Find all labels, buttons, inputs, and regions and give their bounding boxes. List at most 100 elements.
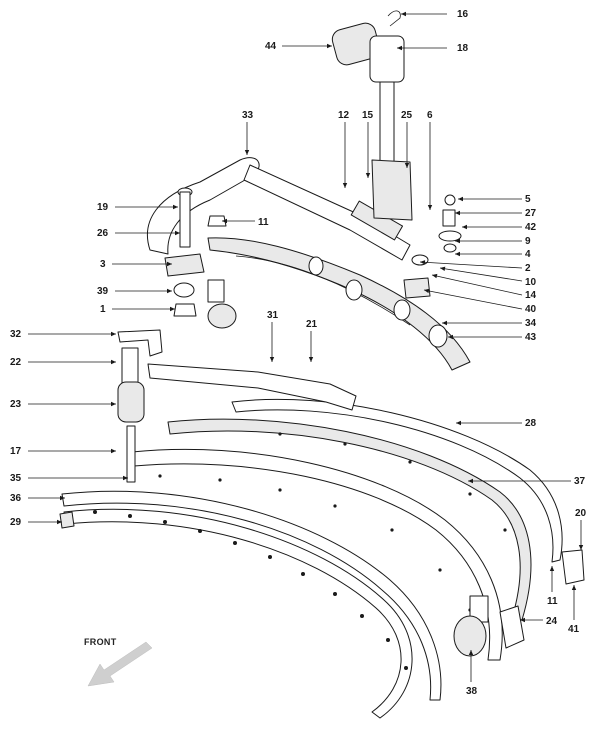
callout-arrowhead-14 [432,273,438,279]
callout-arrowhead-38 [468,650,474,655]
callout-arrowhead-32 [111,331,116,337]
callout-arrowhead-40 [424,288,430,294]
callout-arrowhead-11 [549,566,555,571]
bracket-32 [117,329,163,357]
front-label: FRONT [84,637,117,647]
blade-holes [93,432,507,670]
squeegee-blade-rear [231,398,563,563]
hardware-stack [403,194,462,299]
callout-arrowhead-33 [244,150,250,155]
actuator-rod [379,81,395,163]
callout-label-14: 14 [525,290,537,301]
callout-arrowhead-34 [442,320,447,326]
callout-arrowhead-17 [111,448,116,454]
callout-arrowhead-11 [222,218,227,224]
callout-label-27: 27 [525,208,537,219]
mount-arm-body [207,237,471,371]
callout-label-44: 44 [265,41,277,52]
callout-label-11: 11 [258,217,269,228]
callout-arrowhead-31 [269,357,275,362]
callout-arrowhead-41 [571,585,577,590]
callout-arrowhead-26 [175,230,180,236]
callout-arrowhead-27 [455,210,460,216]
callout-label-42: 42 [525,222,537,233]
squeegee-frame-lower [131,448,503,661]
callout-arrowhead-24 [520,617,525,623]
rear-caster [453,595,489,657]
callout-label-38: 38 [466,686,478,697]
callout-label-3: 3 [100,259,106,270]
callout-arrowhead-4 [455,251,460,257]
bracket-24 [499,605,525,649]
actuator [331,10,405,163]
squeegee-assembly [59,398,563,719]
callout-label-33: 33 [242,110,254,121]
lift-tube [146,157,411,261]
pivot-pin [177,187,193,248]
callout-arrowhead-12 [342,183,348,188]
arm-bushing-2 [345,279,363,301]
callout-label-23: 23 [10,399,22,410]
callout-arrowhead-16 [401,11,406,17]
callout-label-37: 37 [574,476,586,487]
callout-label-5: 5 [525,194,531,205]
callout-label-40: 40 [525,304,537,315]
arm-caster [207,279,237,329]
arm-bushing-4 [428,324,448,348]
callout-label-9: 9 [525,236,531,247]
callout-label-10: 10 [525,277,537,288]
callout-arrowhead-5 [458,196,463,202]
callout-arrowhead-22 [111,359,116,365]
callout-label-17: 17 [10,446,22,457]
callout-label-6: 6 [427,110,433,121]
callout-arrowhead-9 [455,238,460,244]
nut-1 [173,303,197,317]
callout-label-18: 18 [457,43,469,54]
nut-11 [207,215,227,227]
actuator-head [369,35,405,83]
callout-label-15: 15 [362,110,374,121]
callout-label-29: 29 [10,517,22,528]
callout-arrowhead-28 [456,420,461,426]
callout-label-12: 12 [338,110,350,121]
callout-arrowhead-19 [173,204,178,210]
bumper-23 [117,381,145,423]
callout-label-31: 31 [267,310,279,321]
front-arrow-icon [87,641,153,687]
callout-leader-10 [439,267,523,282]
callout-label-11: 11 [547,596,558,607]
callout-arrowhead-44 [327,43,332,49]
front-direction-indicator: FRONT [84,637,153,687]
callout-label-35: 35 [10,473,22,484]
callout-arrowhead-42 [462,224,467,230]
support-bar [147,363,357,411]
callout-label-36: 36 [10,493,22,504]
callout-arrowhead-43 [448,334,453,340]
callout-label-41: 41 [568,624,580,635]
stud-17 [126,425,136,483]
callout-label-25: 25 [401,110,413,121]
callout-arrowhead-10 [440,266,446,271]
callout-label-24: 24 [546,616,558,627]
callout-leader-40 [423,289,523,310]
callout-leader-14 [431,274,523,296]
plate-3 [164,253,205,277]
callout-label-34: 34 [525,318,537,329]
callout-arrowhead-25 [404,163,410,168]
callout-arrowhead-29 [57,519,62,525]
callout-label-4: 4 [525,249,531,260]
callout-label-19: 19 [97,202,109,213]
callout-arrowhead-39 [167,288,172,294]
arm-bushing-3 [393,299,411,321]
callout-label-43: 43 [525,332,537,343]
callout-arrowhead-23 [111,401,116,407]
callout-label-20: 20 [575,508,587,519]
callout-arrowhead-18 [397,45,402,51]
blade-end-tab [59,511,75,529]
caster-stack [117,329,163,483]
callout-arrowhead-37 [468,478,473,484]
callout-arrowhead-15 [365,173,371,178]
arm-bushing-1 [308,256,324,276]
